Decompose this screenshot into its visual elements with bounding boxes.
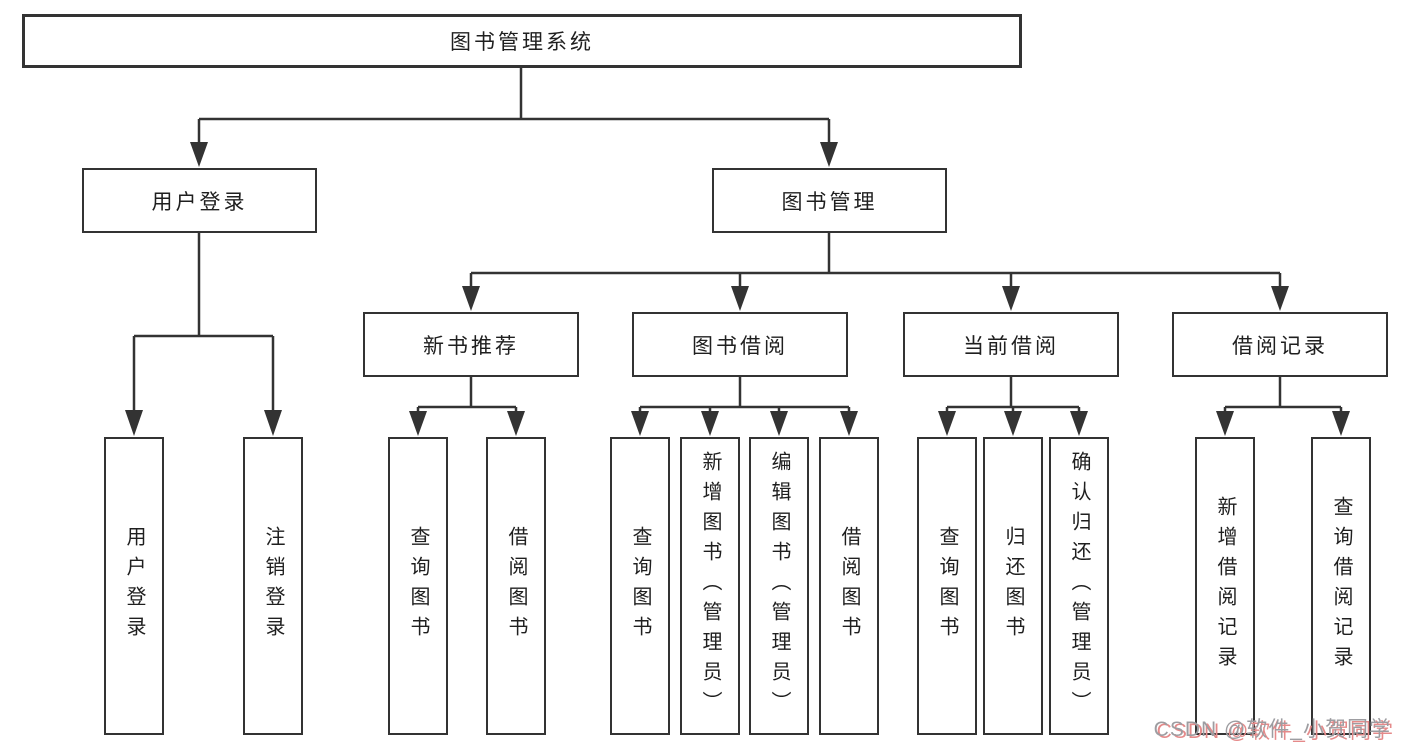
leaf-current-confirm-return-admin: 确认归还（管理员） xyxy=(1049,437,1109,735)
leaf-user-login: 用户登录 xyxy=(104,437,164,735)
node-borrow-records-label: 借阅记录 xyxy=(1232,334,1328,358)
node-book-borrow: 图书借阅 xyxy=(632,312,848,377)
connectors-root-to-level2 xyxy=(190,68,838,167)
leaf-borrow-edit-books-admin-label: 编辑图书（管理员） xyxy=(768,451,790,721)
leaf-borrow-add-books-admin: 新增图书（管理员） xyxy=(680,437,740,735)
leaf-logout-login: 注销登录 xyxy=(243,437,303,735)
leaf-borrow-query-books: 查询图书 xyxy=(610,437,670,735)
leaf-recommend-query-books: 查询图书 xyxy=(388,437,448,735)
leaf-recommend-query-books-label: 查询图书 xyxy=(407,526,429,646)
node-root-system: 图书管理系统 xyxy=(22,14,1022,68)
leaf-borrow-borrow-books: 借阅图书 xyxy=(819,437,879,735)
node-user-login-branch-label: 用户登录 xyxy=(151,190,248,214)
node-user-login-branch: 用户登录 xyxy=(82,168,317,233)
leaf-borrow-borrow-books-label: 借阅图书 xyxy=(838,526,860,646)
node-book-borrow-label: 图书借阅 xyxy=(692,334,788,358)
leaf-records-query-record-label: 查询借阅记录 xyxy=(1330,496,1352,676)
node-current-borrow-label: 当前借阅 xyxy=(963,334,1059,358)
leaf-recommend-borrow-books: 借阅图书 xyxy=(486,437,546,735)
node-new-book-recommend-label: 新书推荐 xyxy=(423,334,519,358)
node-current-borrow: 当前借阅 xyxy=(903,312,1119,377)
leaf-logout-login-label: 注销登录 xyxy=(262,526,284,646)
leaf-records-add-record: 新增借阅记录 xyxy=(1195,437,1255,735)
leaf-current-query-books-label: 查询图书 xyxy=(936,526,958,646)
leaf-borrow-edit-books-admin: 编辑图书（管理员） xyxy=(749,437,809,735)
csdn-watermark: CSDN @软件_小贺同学 xyxy=(1153,718,1391,741)
leaf-current-return-books-label: 归还图书 xyxy=(1002,526,1024,646)
leaf-current-query-books: 查询图书 xyxy=(917,437,977,735)
leaf-borrow-add-books-admin-label: 新增图书（管理员） xyxy=(699,451,721,721)
leaf-current-return-books: 归还图书 xyxy=(983,437,1043,735)
leaf-borrow-query-books-label: 查询图书 xyxy=(629,526,651,646)
connectors-borrow-records-to-leaves xyxy=(1216,377,1350,436)
connectors-current-borrow-to-leaves xyxy=(938,377,1088,436)
leaf-records-query-record: 查询借阅记录 xyxy=(1311,437,1371,735)
connectors-book-borrow-to-leaves xyxy=(631,377,858,436)
leaf-records-add-record-label: 新增借阅记录 xyxy=(1214,496,1236,676)
connectors-book-management-to-level3 xyxy=(462,233,1289,311)
node-borrow-records: 借阅记录 xyxy=(1172,312,1388,377)
connectors-user-login-to-leaves xyxy=(125,233,282,436)
leaf-current-confirm-return-admin-label: 确认归还（管理员） xyxy=(1068,451,1090,721)
node-book-management-branch: 图书管理 xyxy=(712,168,947,233)
node-root-system-label: 图书管理系统 xyxy=(450,31,594,54)
connectors-new-book-recommend-to-leaves xyxy=(409,377,525,436)
leaf-user-login-label: 用户登录 xyxy=(123,526,145,646)
node-book-management-branch-label: 图书管理 xyxy=(781,190,878,214)
leaf-recommend-borrow-books-label: 借阅图书 xyxy=(505,526,527,646)
node-new-book-recommend: 新书推荐 xyxy=(363,312,579,377)
